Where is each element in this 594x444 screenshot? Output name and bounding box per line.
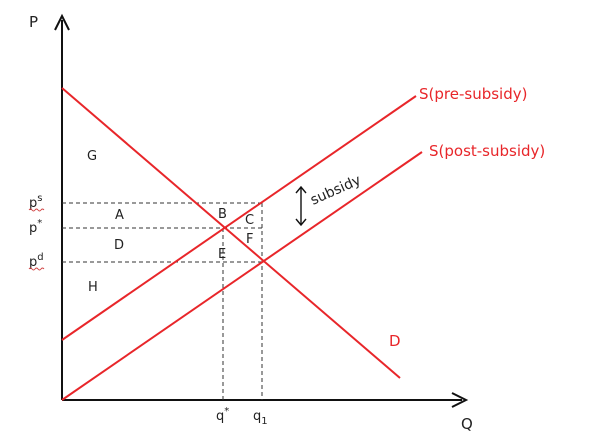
demand-curve [61, 87, 401, 379]
region-label-h: H [88, 280, 98, 295]
quantity-label-qstar: q* [216, 406, 229, 424]
y-axis-label: P [29, 13, 38, 31]
region-label-f: F [246, 232, 253, 247]
x-axis-arrow [451, 392, 469, 408]
region-label-b: B [218, 207, 227, 222]
price-label-pstar: p* [29, 218, 42, 236]
subsidy-arrow [295, 185, 307, 227]
region-label-e: E [218, 247, 226, 262]
guide-lines [62, 202, 263, 400]
supply-pre-subsidy-curve [61, 95, 417, 341]
y-axis-arrow [54, 13, 70, 31]
price-label-pd: pd [29, 252, 44, 270]
region-label-g: G [87, 149, 97, 164]
supply-pre-label: S(pre-subsidy) [419, 85, 527, 103]
supply-post-label: S(post-subsidy) [429, 142, 545, 160]
subsidy-label: subsidy [308, 172, 363, 208]
supply-post-subsidy-curve [61, 151, 423, 401]
region-label-c: C [245, 213, 254, 228]
x-axis-label: Q [461, 415, 473, 433]
region-label-d: D [114, 238, 124, 253]
demand-label: D [389, 332, 401, 350]
region-label-a: A [115, 208, 124, 223]
spell-underline-pd [28, 267, 45, 271]
price-label-ps: ps [29, 193, 42, 211]
quantity-label-q1: q1 [253, 409, 268, 427]
spell-underline-ps [28, 208, 45, 212]
